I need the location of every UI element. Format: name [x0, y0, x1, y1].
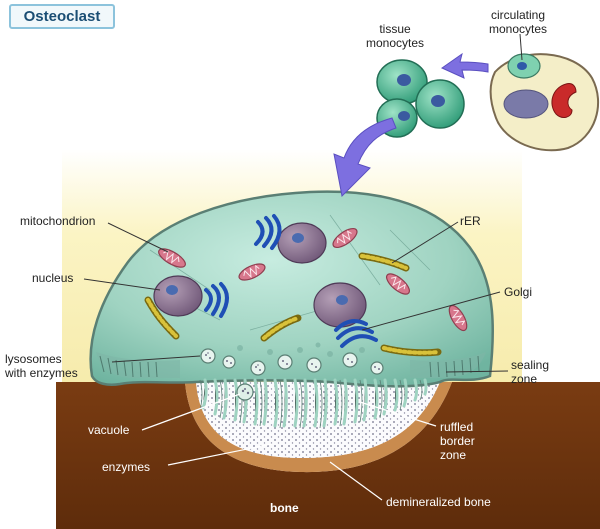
- label-nucleus: nucleus: [32, 271, 74, 285]
- label-bone: bone: [270, 501, 299, 515]
- golgi-2: [204, 282, 229, 318]
- mitochondria: [158, 227, 468, 332]
- label-enzymes: enzymes: [102, 460, 151, 474]
- lysosomes: [200, 348, 384, 401]
- label-golgi: Golgi: [504, 285, 533, 299]
- rough-er: [144, 252, 442, 357]
- mitochondrion-1: [158, 248, 186, 268]
- ruffled-border-outline: [199, 379, 423, 429]
- nucleus-3: [313, 282, 367, 328]
- actin-filaments: [99, 355, 480, 378]
- leader-lines-light: [141, 393, 437, 501]
- osteoclast-cell: [89, 190, 495, 388]
- diagram-title: Osteoclast: [9, 4, 115, 29]
- lysosome-enzymes: [205, 352, 380, 395]
- small-vesicles: [237, 342, 365, 357]
- lymphocyte: [503, 89, 549, 119]
- ruffled-border-projections: [201, 378, 428, 428]
- label-mitochondrion: mitochondrion: [20, 214, 96, 228]
- arrow-to-tissue: [440, 52, 489, 79]
- bone-matrix: [56, 382, 600, 529]
- label-vacuole: vacuole: [88, 423, 130, 437]
- red-blood-cell: [551, 83, 577, 118]
- nuclei: [153, 222, 367, 328]
- blood-vessel: [489, 53, 600, 152]
- nucleus-1: [153, 275, 203, 317]
- label-demineralized-bone: demineralized bone: [386, 495, 491, 509]
- mitochondrion-3: [332, 227, 358, 249]
- label-rer: rER: [460, 214, 481, 228]
- golgi-3: [334, 319, 378, 348]
- sealing-zone-band: [96, 352, 180, 378]
- arrow-to-osteoclast: [333, 117, 397, 198]
- leader-lines-dark: [83, 33, 523, 373]
- nucleus-2: [277, 222, 327, 264]
- golgi-apparatus: [204, 214, 378, 348]
- mitochondrion-4: [386, 273, 410, 295]
- mitochondrion-2: [238, 263, 266, 281]
- golgi-1: [254, 214, 282, 250]
- demineralized-bone-zone: [185, 382, 452, 473]
